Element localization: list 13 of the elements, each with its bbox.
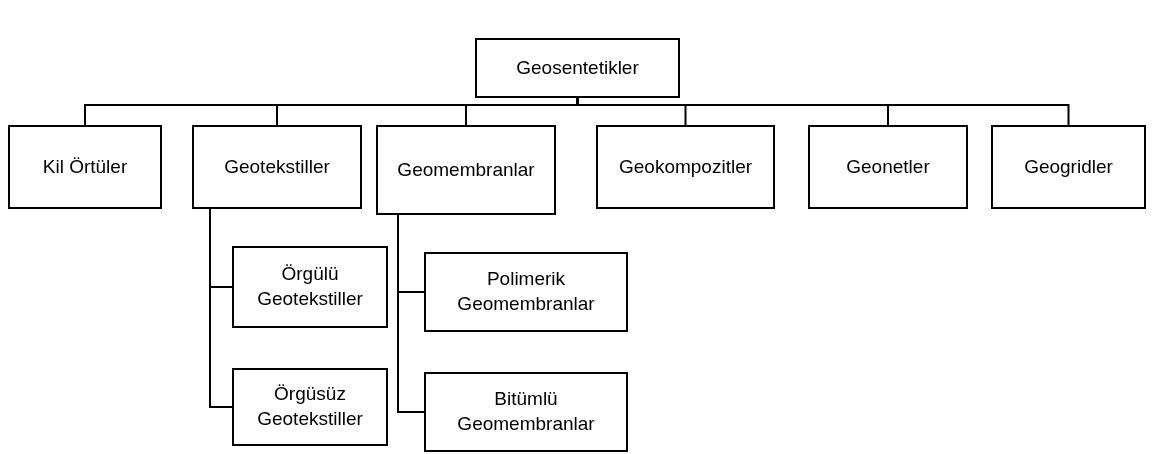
category-box: Geogridler <box>991 125 1146 209</box>
connector-line <box>397 214 425 413</box>
category-box: Geonetler <box>808 125 968 209</box>
category-box: Geosentetikler <box>475 38 680 98</box>
category-box: Bitümlü Geomembranlar <box>424 372 628 452</box>
category-box: Örgülü Geotekstiller <box>232 246 388 328</box>
category-box: Polimerik Geomembranlar <box>424 252 628 332</box>
category-box: Geomembranlar <box>376 125 556 215</box>
category-box: Kil Örtüler <box>8 125 162 209</box>
category-box: Geokompozitler <box>596 125 775 209</box>
category-box: Geotekstiller <box>192 125 362 209</box>
category-box: Örgüsüz Geotekstiller <box>232 368 388 446</box>
connector-line <box>209 208 233 408</box>
